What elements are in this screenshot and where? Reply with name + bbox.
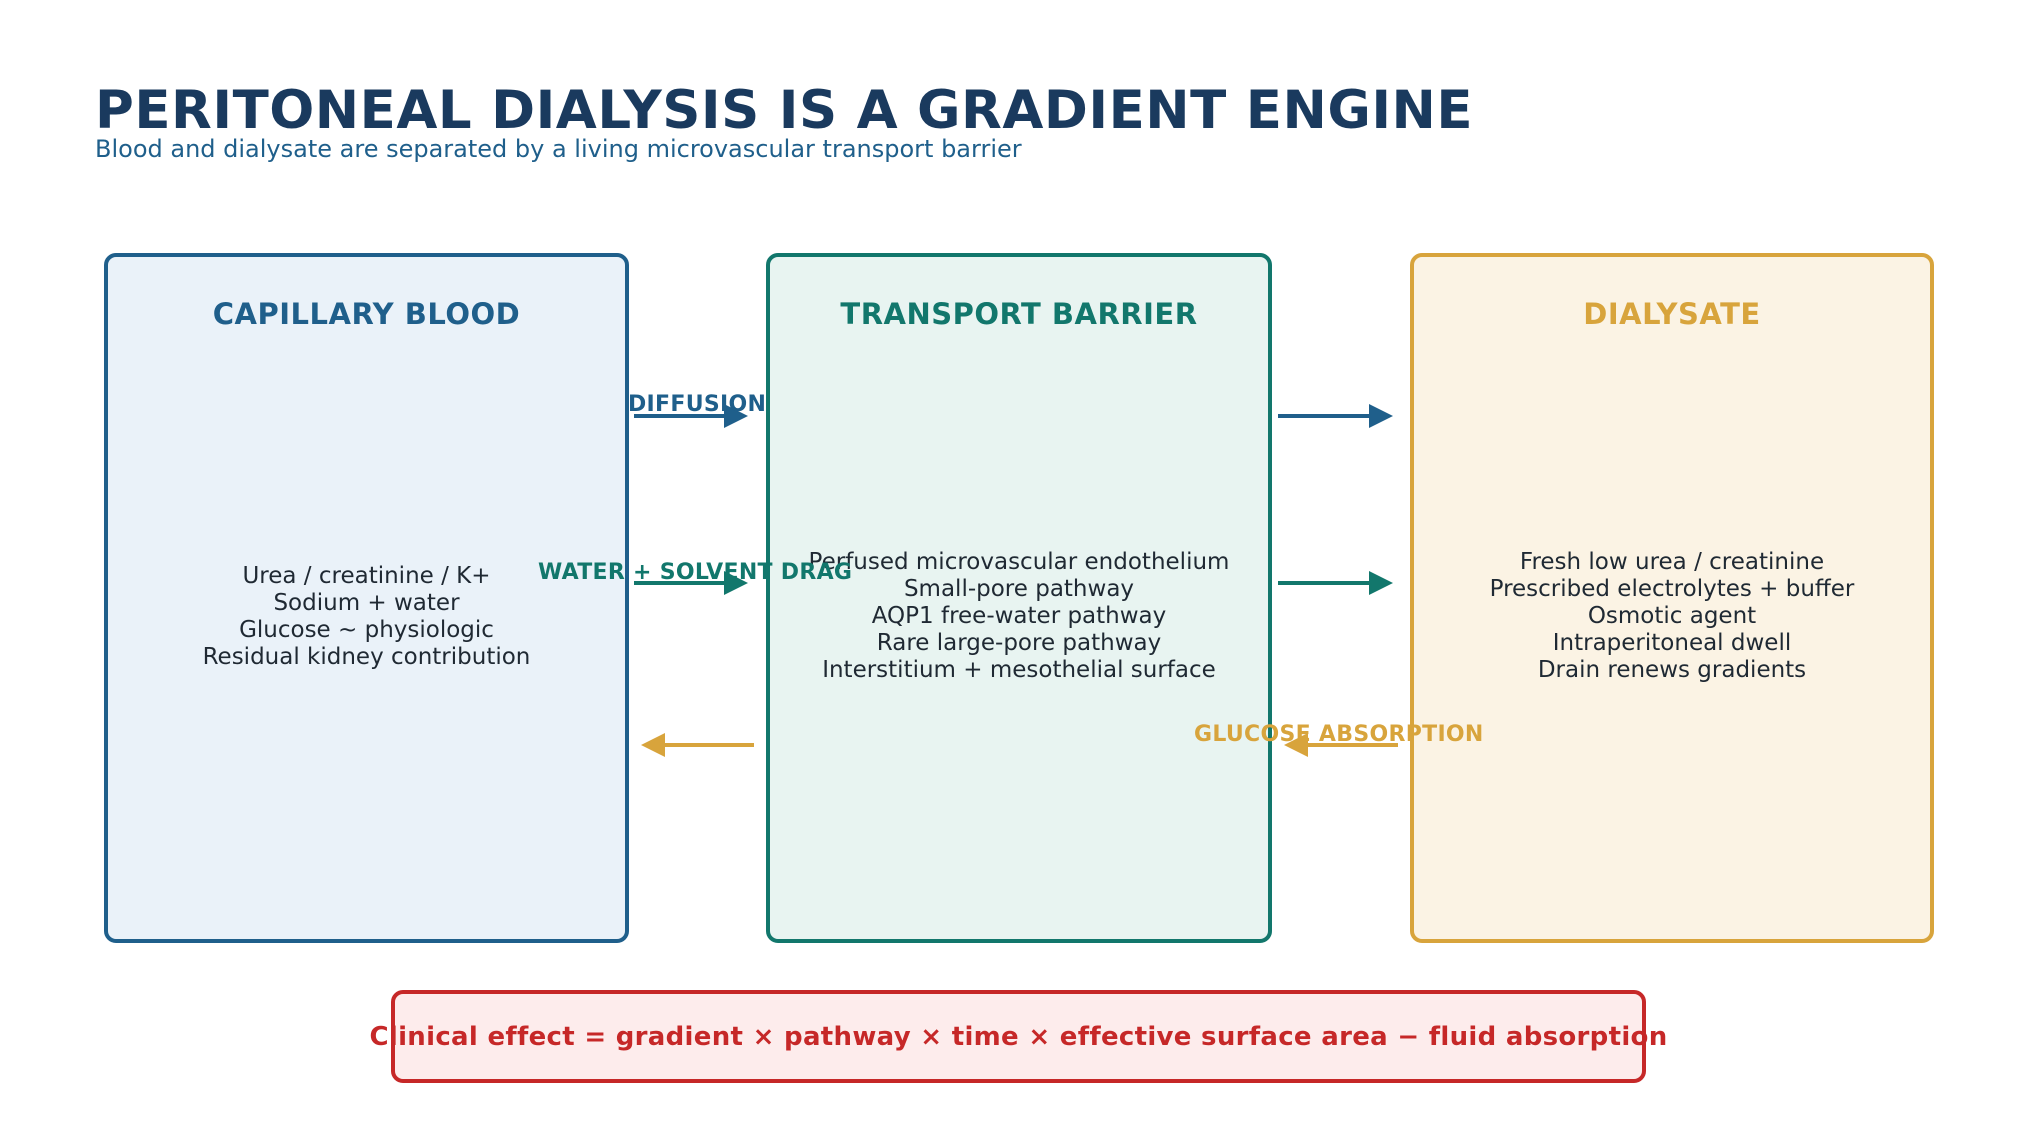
dialysate-item: Fresh low urea / creatinine: [1519, 549, 1825, 575]
blood-item: Urea / creatinine / K+: [242, 563, 491, 589]
transport-barrier-panel: TRANSPORT BARRIER Perfused microvascular…: [766, 253, 1272, 943]
diffusion-label: DIFFUSION: [628, 392, 767, 417]
blood-item: Residual kidney contribution: [202, 644, 531, 670]
clinical-effect-formula: Clinical effect = gradient × pathway × t…: [369, 1021, 1668, 1052]
barrier-item: Perfused microvascular endothelium: [808, 549, 1230, 575]
barrier-item: AQP1 free-water pathway: [871, 603, 1167, 629]
dialysate-item: Intraperitoneal dwell: [1552, 630, 1792, 656]
barrier-item: Small-pore pathway: [903, 576, 1135, 602]
clinical-effect-formula-box: Clinical effect = gradient × pathway × t…: [370, 990, 1667, 1083]
barrier-item: Rare large-pore pathway: [876, 630, 1162, 656]
page-subtitle: Blood and dialysate are separated by a l…: [95, 135, 1022, 163]
transport-barrier-title: TRANSPORT BARRIER: [840, 297, 1198, 331]
water-drag-label: WATER + SOLVENT DRAG: [538, 560, 853, 585]
dialysate-item: Prescribed electrolytes + buffer: [1489, 576, 1855, 602]
dialysate-item: Osmotic agent: [1587, 603, 1757, 629]
glucose-absorption-label: GLUCOSE ABSORPTION: [1194, 722, 1484, 747]
capillary-blood-contents: Urea / creatinine / K+ Sodium + water Gl…: [108, 563, 625, 671]
blood-item: Sodium + water: [273, 590, 460, 616]
dialysate-title: DIALYSATE: [1583, 297, 1761, 331]
dialysate-contents: Fresh low urea / creatinine Prescribed e…: [1414, 549, 1930, 684]
transport-barrier-contents: Perfused microvascular endothelium Small…: [770, 549, 1268, 684]
page-title: PERITONEAL DIALYSIS IS A GRADIENT ENGINE: [95, 80, 1474, 141]
dialysate-item: Drain renews gradients: [1537, 657, 1807, 683]
blood-item: Glucose ~ physiologic: [239, 617, 494, 643]
capillary-blood-panel: CAPILLARY BLOOD Urea / creatinine / K+ S…: [104, 253, 629, 943]
barrier-item: Interstitium + mesothelial surface: [822, 657, 1216, 683]
capillary-blood-title: CAPILLARY BLOOD: [212, 297, 521, 331]
dialysate-panel: DIALYSATE Fresh low urea / creatinine Pr…: [1410, 253, 1934, 943]
